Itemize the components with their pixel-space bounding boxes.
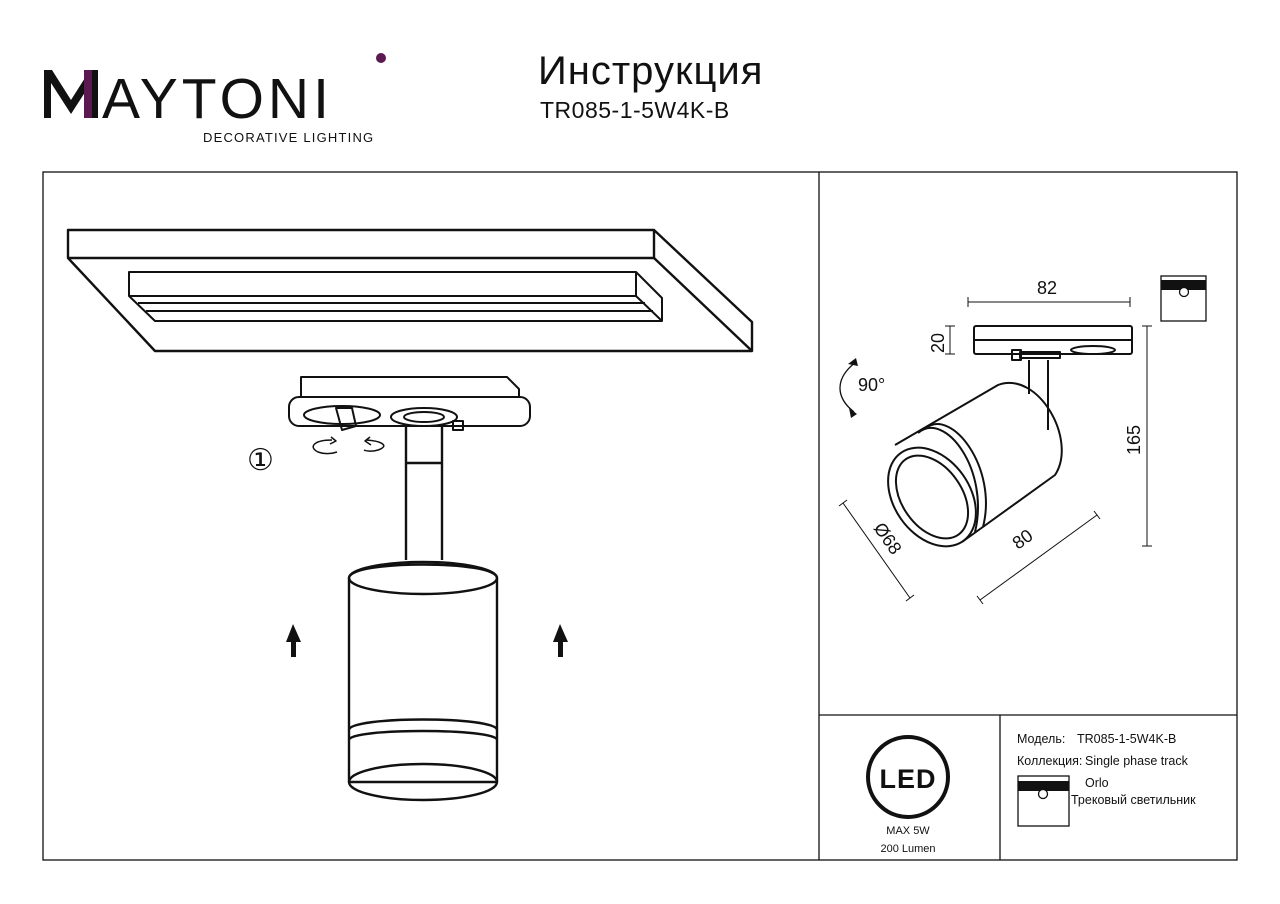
rotation-arrowheads: [848, 358, 858, 418]
logo-m: [44, 70, 98, 118]
logo-tagline: DECORATIVE LIGHTING: [203, 130, 374, 145]
dim-rotation: 90°: [858, 375, 885, 395]
install-diagram: [66, 228, 754, 802]
dimension-lines: [838, 297, 1152, 605]
dim-length: 80: [1009, 525, 1037, 553]
logo-wordmark: AYTONI: [102, 67, 333, 131]
lamp-body: [347, 560, 499, 802]
logo-graphic: AYTONI DECORATIVE LIGHTING: [44, 53, 386, 145]
track-rail: [128, 271, 663, 322]
dim-diameter: Ø68: [870, 519, 906, 558]
model-subtitle: TR085-1-5W4K-B: [540, 97, 730, 123]
spec-power: MAX 5W: [886, 825, 930, 837]
spec-lumen: 200 Lumen: [880, 843, 935, 855]
led-badge: [866, 735, 950, 819]
logo-dot-icon: [376, 53, 386, 63]
model-label: Модель:: [1017, 732, 1065, 746]
product-type: Трековый светильник: [1071, 793, 1196, 807]
side-view-lamp: [887, 325, 1133, 548]
page-title: Инструкция: [538, 49, 764, 93]
led-label: LED: [880, 764, 937, 794]
model-value: TR085-1-5W4K-B: [1077, 732, 1176, 746]
collection-value: Single phase track: [1085, 754, 1189, 768]
dim-base-height: 20: [928, 333, 948, 353]
arrow-up-icon: [553, 624, 568, 657]
dim-width: 82: [1037, 278, 1057, 298]
mount-arrows: [286, 624, 568, 657]
track-type-icon: [1017, 775, 1070, 827]
step-marker: ①: [247, 444, 274, 477]
ceiling-plate: [66, 228, 754, 353]
dim-total-height: 165: [1124, 425, 1144, 455]
series-name: Orlo: [1085, 776, 1109, 790]
collection-label: Коллекция:: [1017, 754, 1082, 768]
track-adapter: [288, 376, 531, 431]
rotate-arrows-icon: [312, 436, 385, 455]
single-phase-track-icon: [1160, 275, 1207, 322]
lamp-stem: [404, 425, 444, 560]
sheet-frame: [42, 171, 1238, 861]
arrow-up-icon: [286, 624, 301, 657]
brand-logo: AYTONI DECORATIVE LIGHTING: [40, 48, 400, 148]
